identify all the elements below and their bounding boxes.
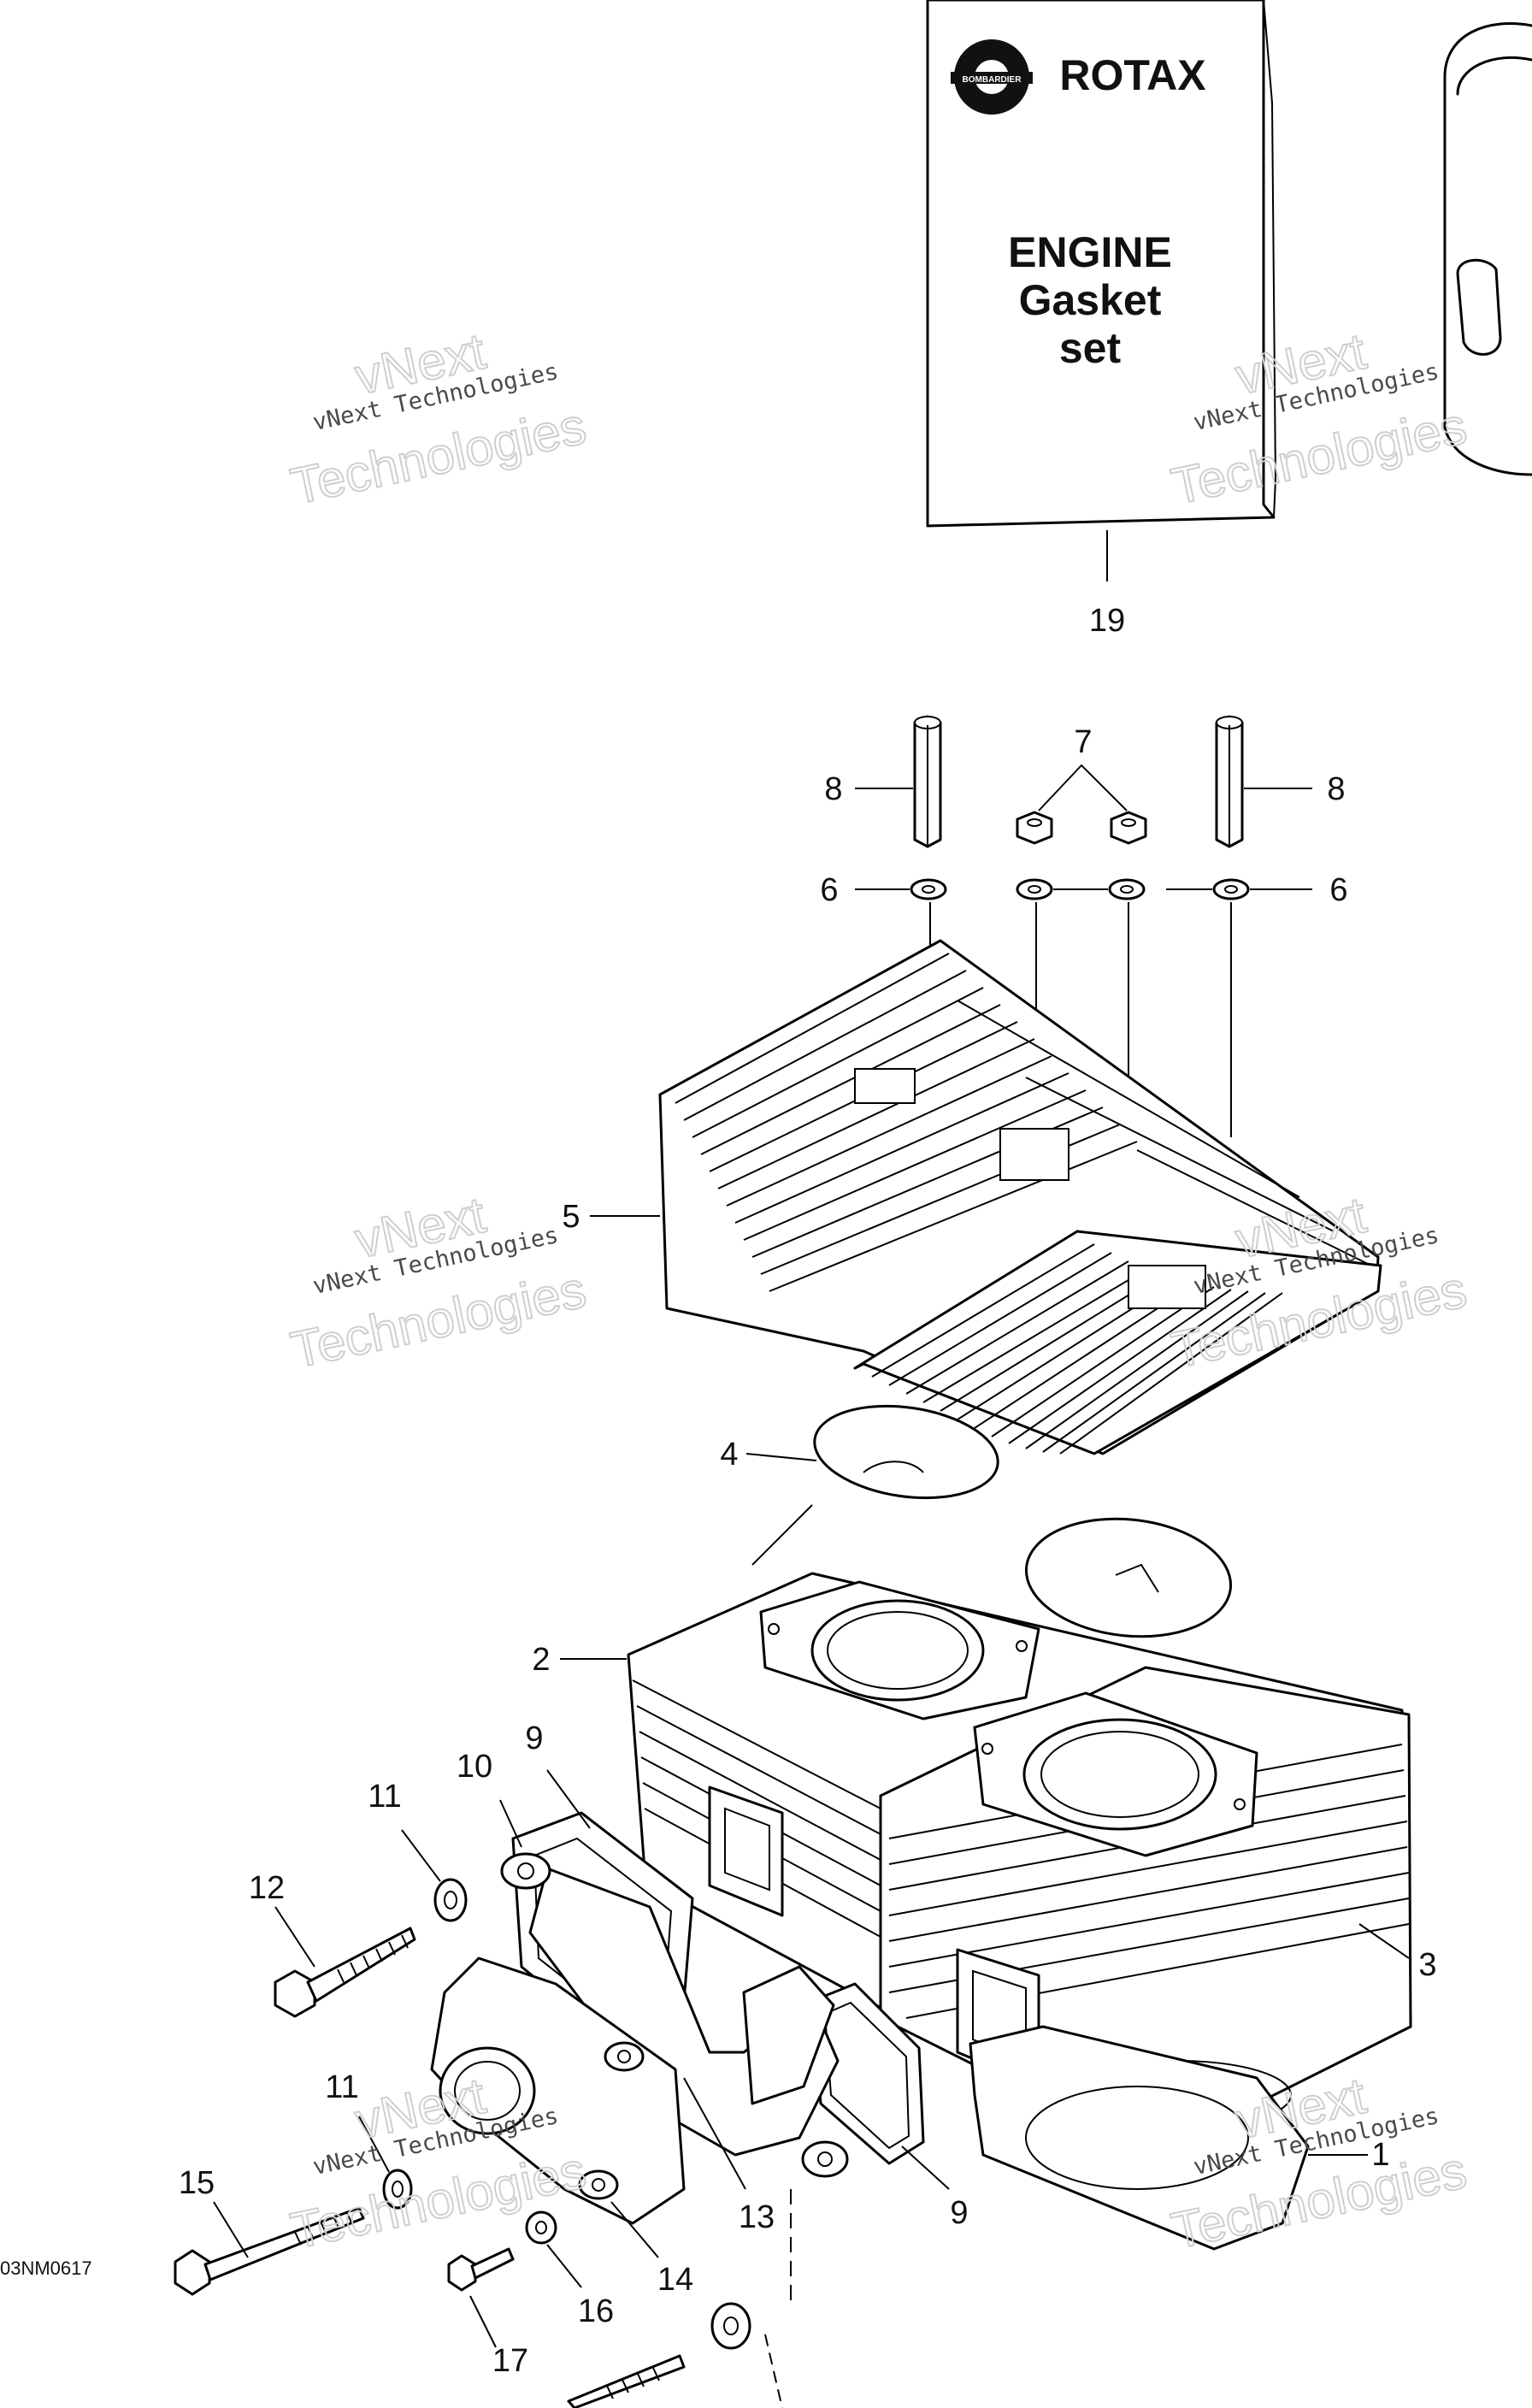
- callout-10: 10: [457, 1749, 492, 1785]
- callout-11-bottom: 11: [325, 2069, 358, 2105]
- callout-7: 7: [1074, 724, 1092, 760]
- callout-9-bottom: 9: [950, 2195, 968, 2231]
- callout-17: 17: [492, 2343, 528, 2379]
- callout-3: 3: [1418, 1947, 1436, 1983]
- box-title-line2: Gasket: [1019, 276, 1162, 324]
- callout-15: 15: [179, 2165, 215, 2201]
- callout-16: 16: [578, 2293, 614, 2329]
- callout-5: 5: [562, 1199, 580, 1235]
- cylinder-sleeve-icon: [1443, 22, 1532, 476]
- drawing-code: 03NM0617: [0, 2258, 92, 2279]
- gasket-set-box-icon: BOMBARDIER ROTAX ENGINE Gasket set: [926, 0, 1277, 528]
- callout-6-left: 6: [820, 872, 838, 908]
- nut-icon: [1110, 811, 1147, 845]
- nut-icon: [1016, 811, 1053, 845]
- callout-14: 14: [657, 2262, 693, 2298]
- callout-2: 2: [532, 1642, 550, 1678]
- callout-8-right: 8: [1327, 771, 1345, 807]
- callout-13: 13: [739, 2199, 775, 2235]
- bolt-icon: [447, 2247, 515, 2292]
- watermark-mid-left: vNext vNext Technologies Technologies: [286, 1185, 592, 1380]
- washer-icon: [710, 2302, 751, 2350]
- stud-icon: [1215, 715, 1244, 848]
- box-title-line3: set: [1059, 324, 1122, 372]
- rotax-logo-icon: BOMBARDIER: [951, 39, 1033, 115]
- stud-icon: [913, 715, 942, 848]
- logo-text: BOMBARDIER: [963, 75, 1022, 85]
- cylinder-head-icon: [658, 939, 1382, 1455]
- bolt-icon: [274, 1927, 416, 2018]
- base-gasket-icon: [969, 2025, 1310, 2251]
- callout-12: 12: [249, 1870, 285, 1906]
- callout-6-right: 6: [1329, 872, 1347, 908]
- washer-icon: [910, 878, 1250, 900]
- brand-name: ROTAX: [1059, 51, 1205, 99]
- watermark-top-left: vNext vNext Technologies Technologies: [286, 322, 592, 516]
- washer-icon: [433, 1878, 468, 1922]
- lock-washer-icon: [525, 2210, 557, 2245]
- callout-4: 4: [720, 1437, 738, 1473]
- callout-19: 19: [1089, 603, 1125, 639]
- callout-8-left: 8: [824, 771, 842, 807]
- exhaust-manifold-icon: [430, 1852, 849, 2225]
- callout-11-top: 11: [368, 1779, 401, 1815]
- bolt-icon: [174, 2206, 365, 2296]
- callout-9-top: 9: [525, 1720, 543, 1756]
- bolt-icon: [567, 2354, 686, 2408]
- washer-icon: [382, 2169, 413, 2210]
- callout-1: 1: [1371, 2137, 1389, 2173]
- head-gasket-icon: [813, 1404, 1233, 1638]
- box-title-line1: ENGINE: [1008, 228, 1172, 276]
